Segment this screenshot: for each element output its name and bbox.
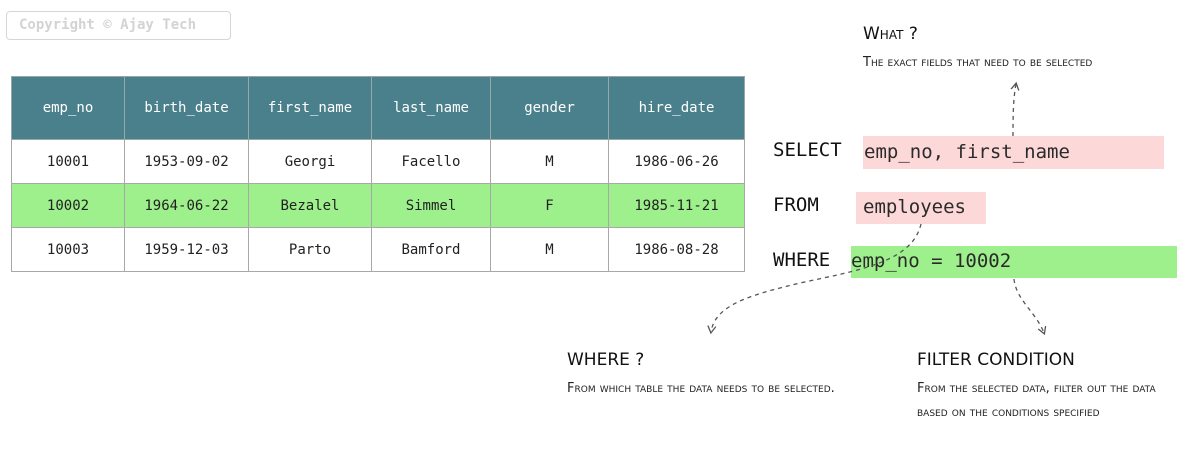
table-cell: Bezalel: [248, 183, 372, 228]
table-row-highlighted: 10002 1964-06-22 Bezalel Simmel F 1985-1…: [11, 183, 745, 228]
table-cell: 10002: [11, 183, 125, 228]
select-keyword: SELECT: [773, 139, 842, 161]
arrow-to-what: [1013, 84, 1016, 137]
table-cell: 1959-12-03: [124, 227, 249, 272]
table-cell: Georgi: [248, 139, 372, 184]
from-keyword: FROM: [773, 194, 819, 216]
column-header: emp_no: [11, 76, 125, 140]
column-header: gender: [490, 76, 609, 140]
where-title: WHERE ?: [567, 350, 645, 370]
employees-table: emp_no birth_date first_name last_name g…: [11, 76, 745, 272]
arrow-to-where: [711, 223, 922, 332]
table-cell: 1986-06-26: [608, 139, 745, 184]
table-cell: 1964-06-22: [124, 183, 249, 228]
table-cell: Bamford: [371, 227, 491, 272]
arrow-to-filter: [1013, 278, 1044, 333]
column-header: last_name: [371, 76, 491, 140]
where-keyword: WHERE: [773, 249, 831, 271]
what-title: What ?: [863, 24, 918, 44]
filter-title: FILTER CONDITION: [917, 350, 1075, 370]
table-row: 10001 1953-09-02 Georgi Facello M 1986-0…: [11, 139, 745, 184]
table-cell: M: [490, 139, 609, 184]
copyright-badge: Copyright © Ajay Tech: [6, 11, 231, 40]
table-cell: 1953-09-02: [124, 139, 249, 184]
table-cell: M: [490, 227, 609, 272]
filter-description: From the selected data, filter out the d…: [917, 381, 1156, 420]
where-description: From which table the data needs to be se…: [567, 381, 835, 396]
table-header-row: emp_no birth_date first_name last_name g…: [11, 76, 745, 140]
from-table: employees: [856, 192, 986, 224]
where-condition: emp_no = 10002: [851, 246, 1177, 278]
column-header: birth_date: [124, 76, 249, 140]
what-description: The exact fields that need to be selecte…: [863, 55, 1093, 70]
table-cell: 10003: [11, 227, 125, 272]
table-cell: Parto: [248, 227, 372, 272]
table-cell: 1986-08-28: [608, 227, 745, 272]
table-cell: 1985-11-21: [608, 183, 745, 228]
column-header: hire_date: [608, 76, 745, 140]
table-cell: 10001: [11, 139, 125, 184]
table-row: 10003 1959-12-03 Parto Bamford M 1986-08…: [11, 227, 745, 272]
table-cell: Facello: [371, 139, 491, 184]
select-fields: emp_no, first_name: [863, 136, 1164, 169]
